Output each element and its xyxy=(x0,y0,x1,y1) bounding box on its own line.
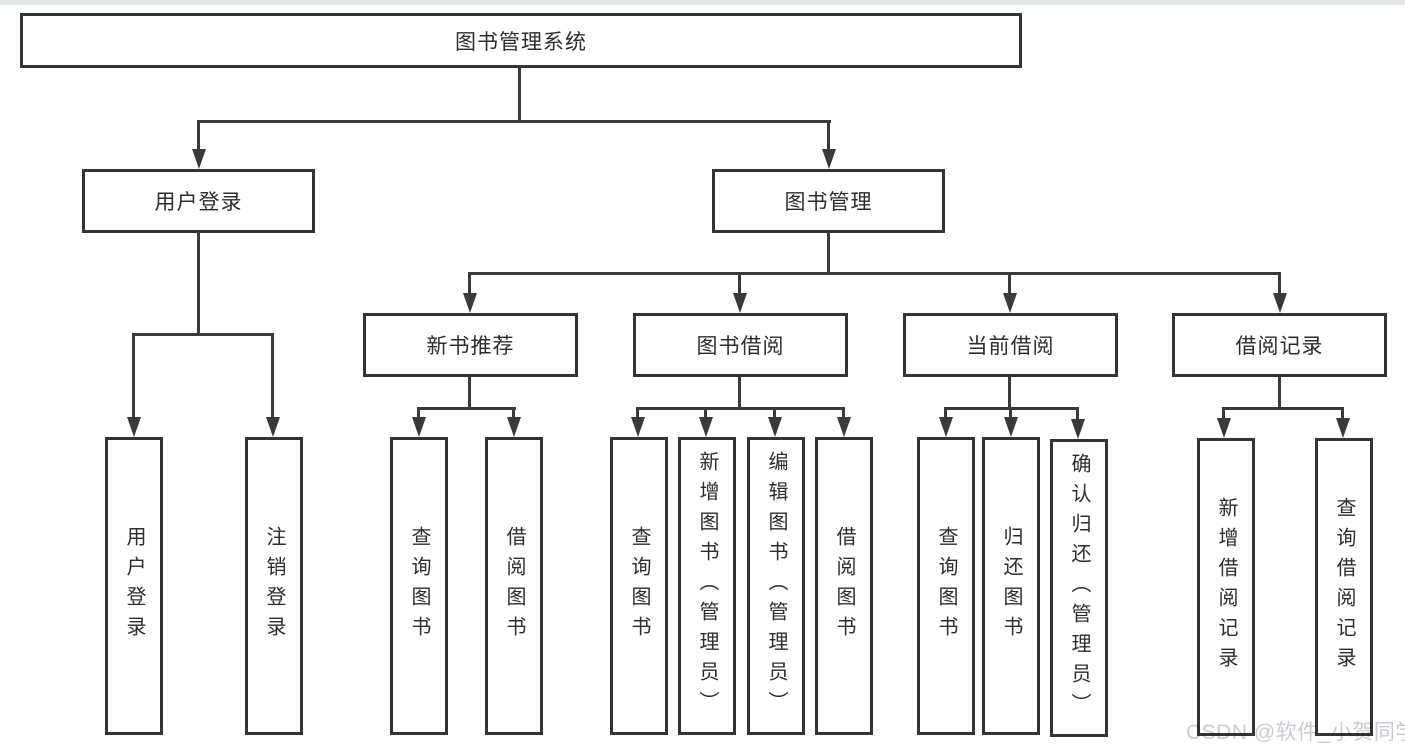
connector-root-crossbar xyxy=(197,120,831,123)
leaf-add-book-admin-label: 新增图书（管理员） xyxy=(696,451,718,721)
arrow-down-icon xyxy=(1003,293,1017,313)
connector-drop-leaf xyxy=(1076,407,1079,423)
connector-drop-leaf xyxy=(1341,407,1344,422)
connector-new-book-crossbar xyxy=(417,407,516,410)
arrow-down-icon xyxy=(822,149,836,169)
connector-drop-leaf xyxy=(512,407,515,421)
leaf-query-book-3-label: 查询图书 xyxy=(935,526,957,646)
leaf-borrow-book-1-label: 借阅图书 xyxy=(503,526,525,646)
leaf-query-book-3: 查询图书 xyxy=(917,437,975,735)
node-new-book-recommend-label: 新书推荐 xyxy=(426,335,515,358)
node-borrow-record: 借阅记录 xyxy=(1172,313,1387,377)
node-book-management: 图书管理 xyxy=(712,169,945,233)
arrow-down-icon xyxy=(412,417,426,437)
connector-drop-level3 xyxy=(1008,272,1011,298)
leaf-return-book: 归还图书 xyxy=(982,437,1040,735)
connector-user-login-trunk xyxy=(197,232,200,336)
arrow-down-icon xyxy=(1273,293,1287,313)
connector-drop-leaf xyxy=(636,407,639,421)
arrow-down-icon xyxy=(837,417,851,437)
leaf-edit-book-admin-label: 编辑图书（管理员） xyxy=(765,451,787,721)
arrow-down-icon xyxy=(1336,418,1350,438)
leaf-add-borrow-record-label: 新增借阅记录 xyxy=(1215,497,1237,677)
connector-borrow-record-crossbar xyxy=(1222,407,1344,410)
connector-drop-leaf xyxy=(704,407,707,421)
connector-drop-level3 xyxy=(1278,272,1281,298)
leaf-user-login-label: 用户登录 xyxy=(123,526,145,646)
leaf-confirm-return-admin-label: 确认归还（管理员） xyxy=(1068,453,1090,723)
leaf-add-book-admin: 新增图书（管理员） xyxy=(678,437,736,735)
arrow-down-icon xyxy=(768,417,782,437)
connector-borrow-record-trunk xyxy=(1278,377,1281,410)
node-user-login: 用户登录 xyxy=(82,169,315,233)
connector-drop-leaf xyxy=(1222,407,1225,422)
node-book-borrow: 图书借阅 xyxy=(633,313,848,377)
arrow-down-icon xyxy=(733,293,747,313)
connector-drop-leaf xyxy=(773,407,776,421)
leaf-borrow-book-2-label: 借阅图书 xyxy=(833,526,855,646)
arrow-down-icon xyxy=(192,149,206,169)
connector-book-borrow-trunk xyxy=(738,377,741,410)
leaf-query-borrow-record-label: 查询借阅记录 xyxy=(1333,497,1355,677)
connector-book-management-trunk xyxy=(827,232,830,275)
leaf-edit-book-admin: 编辑图书（管理员） xyxy=(747,437,805,735)
arrow-down-icon xyxy=(1071,419,1085,439)
node-current-borrow-label: 当前借阅 xyxy=(966,335,1055,358)
leaf-query-book-1-label: 查询图书 xyxy=(408,526,430,646)
leaf-query-book-2-label: 查询图书 xyxy=(628,526,650,646)
connector-drop-level3 xyxy=(738,272,741,298)
connector-drop-leaf xyxy=(1009,407,1012,421)
connector-drop-leaf xyxy=(944,407,947,421)
leaf-return-book-label: 归还图书 xyxy=(1000,526,1022,646)
connector-drop-book-management xyxy=(827,120,830,154)
arrow-down-icon xyxy=(1217,418,1231,438)
connector-drop-leaf xyxy=(842,407,845,421)
leaf-user-login: 用户登录 xyxy=(105,437,163,735)
connector-book-borrow-crossbar xyxy=(636,407,845,410)
connector-book-management-crossbar xyxy=(468,272,1281,275)
arrow-down-icon xyxy=(939,417,953,437)
node-root-label: 图书管理系统 xyxy=(455,30,587,54)
leaf-query-borrow-record: 查询借阅记录 xyxy=(1315,438,1373,736)
connector-current-borrow-trunk xyxy=(1008,377,1011,410)
connector-root-trunk xyxy=(518,68,521,120)
node-book-management-label: 图书管理 xyxy=(784,191,873,214)
arrow-down-icon xyxy=(463,293,477,313)
node-current-borrow: 当前借阅 xyxy=(903,313,1118,377)
connector-drop-leaf xyxy=(132,333,135,421)
arrow-down-icon xyxy=(127,417,141,437)
node-borrow-record-label: 借阅记录 xyxy=(1235,335,1324,358)
leaf-borrow-book-2: 借阅图书 xyxy=(815,437,873,735)
node-user-login-label: 用户登录 xyxy=(154,191,243,214)
leaf-confirm-return-admin: 确认归还（管理员） xyxy=(1050,439,1108,737)
arrow-down-icon xyxy=(266,417,280,437)
leaf-query-book-2: 查询图书 xyxy=(610,437,668,735)
watermark: CSDN @软件_小贺同学 xyxy=(1186,721,1405,744)
connector-drop-leaf xyxy=(271,333,274,421)
connector-user-login-crossbar xyxy=(132,333,274,336)
leaf-add-borrow-record: 新增借阅记录 xyxy=(1197,438,1255,736)
leaf-logout-label: 注销登录 xyxy=(263,526,285,646)
arrow-down-icon xyxy=(1004,417,1018,437)
node-root: 图书管理系统 xyxy=(20,13,1022,68)
node-book-borrow-label: 图书借阅 xyxy=(696,335,785,358)
leaf-logout: 注销登录 xyxy=(245,437,303,735)
connector-drop-level3 xyxy=(468,272,471,298)
leaf-borrow-book-1: 借阅图书 xyxy=(485,437,543,735)
arrow-down-icon xyxy=(631,417,645,437)
connector-drop-user-login xyxy=(197,120,200,154)
connector-new-book-trunk xyxy=(468,377,471,410)
top-edge-strip xyxy=(0,0,1405,5)
leaf-query-book-1: 查询图书 xyxy=(390,437,448,735)
arrow-down-icon xyxy=(507,417,521,437)
node-new-book-recommend: 新书推荐 xyxy=(363,313,578,377)
arrow-down-icon xyxy=(699,417,713,437)
connector-drop-leaf xyxy=(417,407,420,421)
